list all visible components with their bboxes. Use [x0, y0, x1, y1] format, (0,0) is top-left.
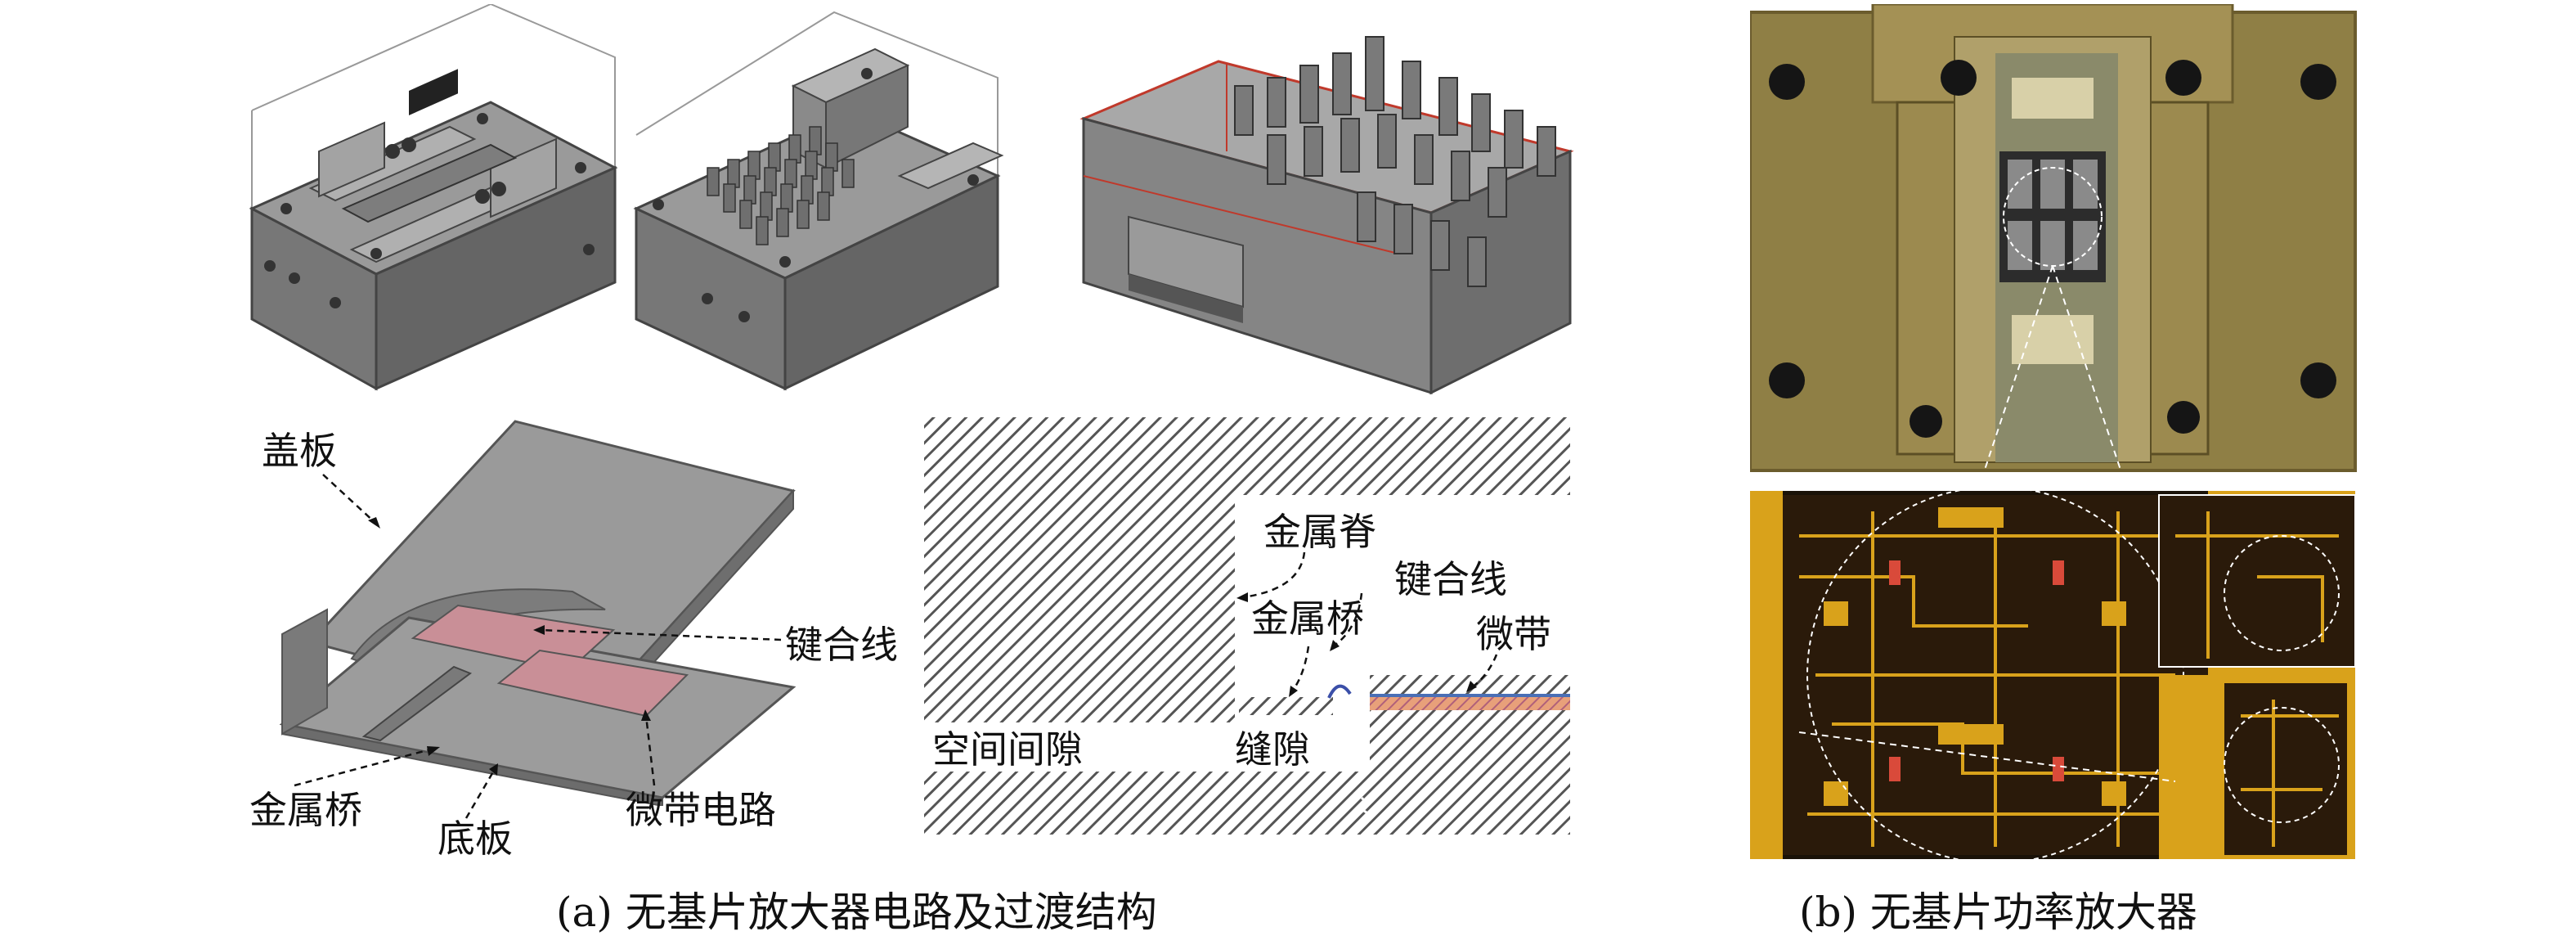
label-slot: 缝隙	[1235, 727, 1310, 772]
caption-b: (b) 无基片功率放大器	[1799, 889, 2197, 936]
bond-wire-arc	[1327, 684, 1352, 699]
metal-bridge-strip	[1239, 697, 1333, 715]
microstrip-circuit-lower	[496, 649, 689, 718]
label-microstrip: 微带	[1476, 612, 1551, 656]
housing-model-cutaway	[1079, 36, 1574, 395]
amplifier-photo	[1750, 4, 2357, 863]
exploded-leader-lines	[294, 474, 782, 819]
label-metal-bridge-right: 金属桥	[1251, 596, 1364, 641]
label-microstrip-circuit: 微带电路	[626, 788, 776, 832]
label-metal-ridge: 金属脊	[1263, 510, 1376, 554]
section-leader-lines	[1236, 551, 1498, 697]
label-cover: 盖板	[262, 429, 337, 473]
caption-a: (a) 无基片放大器电路及过渡结构	[556, 889, 1157, 936]
label-air-gap: 空间间隙	[932, 727, 1083, 772]
label-bond-wire-left: 键合线	[785, 623, 898, 667]
label-bond-wire-right: 键合线	[1394, 557, 1507, 601]
housing-model-assembled	[249, 4, 618, 391]
label-metal-bridge-left: 金属桥	[249, 788, 362, 832]
label-base: 底板	[438, 817, 513, 861]
cross-section-diagram	[924, 417, 1570, 835]
microstrip-layer	[1370, 697, 1570, 710]
exploded-view-diagram	[279, 420, 797, 806]
housing-model-ridge-array	[633, 11, 1004, 391]
